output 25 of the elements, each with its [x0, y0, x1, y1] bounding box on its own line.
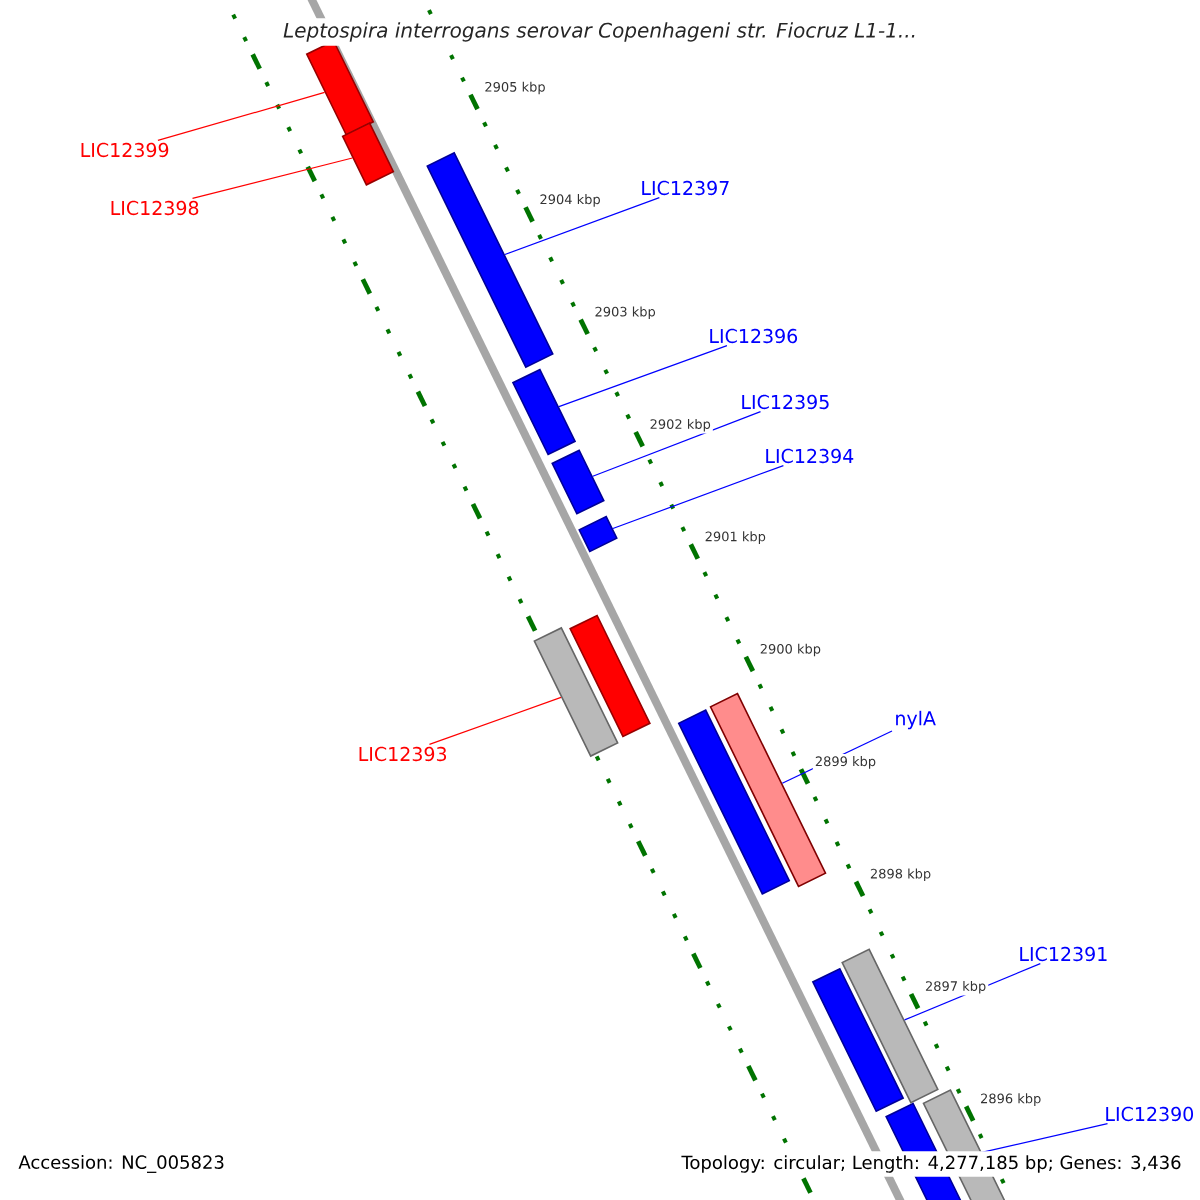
footer-text: Accession: NC_005823: [14, 1151, 229, 1177]
gene-label: LIC12399: [81, 142, 169, 158]
gene-bar: [578, 515, 618, 553]
gene-label: LIC12395: [742, 394, 829, 410]
gene-label: LIC12393: [359, 746, 447, 762]
leader-line: [157, 91, 326, 141]
gene-bar: [677, 709, 791, 895]
footer-text: Topology: circular; Length: 4,277,185 bp; Genes: 3,436: [677, 1151, 1186, 1177]
gene-label: LIC12397: [642, 180, 729, 196]
gene-label: LIC12396: [710, 328, 798, 344]
leader-line: [592, 410, 762, 477]
leader-line: [558, 344, 728, 408]
title: Leptospira interrogans serovar Copenhageni str. Fiocruz L1-1...: [279, 18, 921, 46]
gene-label: LIC12390: [1106, 1106, 1193, 1122]
gene-bar: [569, 614, 651, 738]
gene-label: LIC12394: [766, 448, 854, 464]
gene-label: LIC12398: [111, 200, 199, 216]
gene-label: nylA: [896, 710, 936, 730]
leader-line: [428, 696, 562, 745]
leader-line: [981, 1123, 1109, 1153]
leader-line: [504, 196, 660, 256]
leader-line: [612, 464, 784, 530]
gene-bar: [341, 122, 395, 186]
gene-label: LIC12391: [1020, 946, 1107, 962]
leader-line: [191, 157, 353, 199]
